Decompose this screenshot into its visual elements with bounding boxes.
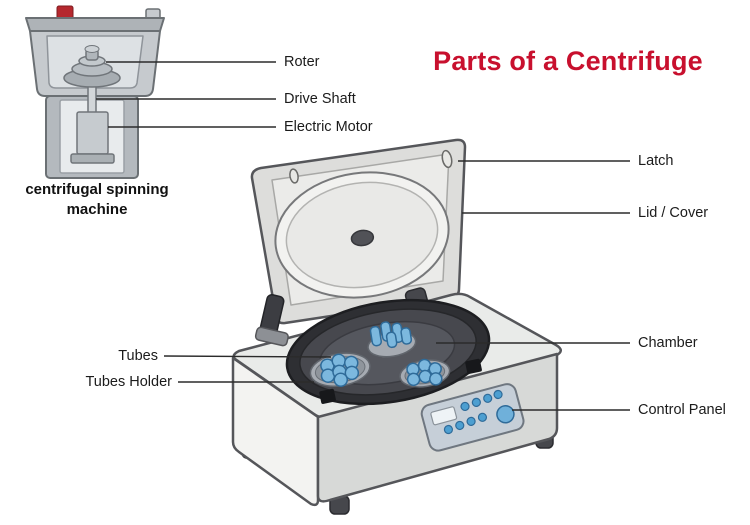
- inset-leader-lines: [96, 61, 276, 128]
- inset-rotor: [63, 45, 121, 88]
- inset-motor: [76, 111, 109, 155]
- inset-motor-base: [70, 153, 115, 164]
- label-control-panel: Control Panel: [638, 402, 726, 418]
- label-latch: Latch: [638, 153, 674, 169]
- leader-line-tubes: [163, 355, 332, 358]
- main-leader-lines: [163, 160, 630, 411]
- inset-machine: [25, 5, 276, 179]
- label-chamber: Chamber: [638, 335, 698, 351]
- label-tubes: Tubes: [118, 348, 158, 364]
- tubes-left: [320, 353, 360, 387]
- label-electric-motor: Electric Motor: [284, 119, 373, 135]
- control-panel: [420, 383, 525, 452]
- body-left-face: [231, 356, 320, 507]
- lid: [250, 138, 467, 325]
- inset-caption: centrifugal spinning machine: [25, 181, 169, 218]
- tubes-back: [369, 321, 413, 349]
- chamber: [285, 298, 491, 406]
- latch: [441, 149, 453, 169]
- lid-screw: [289, 168, 299, 184]
- label-roter: Roter: [284, 54, 320, 70]
- label-lid-cover: Lid / Cover: [638, 205, 709, 221]
- lid-hub: [350, 229, 375, 247]
- tubes-right: [406, 358, 443, 387]
- control-panel-knob: [496, 405, 515, 424]
- hinge-left-base: [254, 326, 289, 347]
- label-tubes-holder: Tubes Holder: [85, 374, 172, 390]
- label-drive-shaft: Drive Shaft: [284, 91, 356, 107]
- control-panel-buttons: [443, 389, 503, 435]
- centrifuge-illustration: [163, 138, 630, 515]
- vents: [319, 358, 482, 404]
- control-panel-display: [430, 406, 458, 426]
- page-title: Parts of a Centrifuge: [433, 46, 703, 76]
- inset-bucket-rim: [25, 17, 165, 32]
